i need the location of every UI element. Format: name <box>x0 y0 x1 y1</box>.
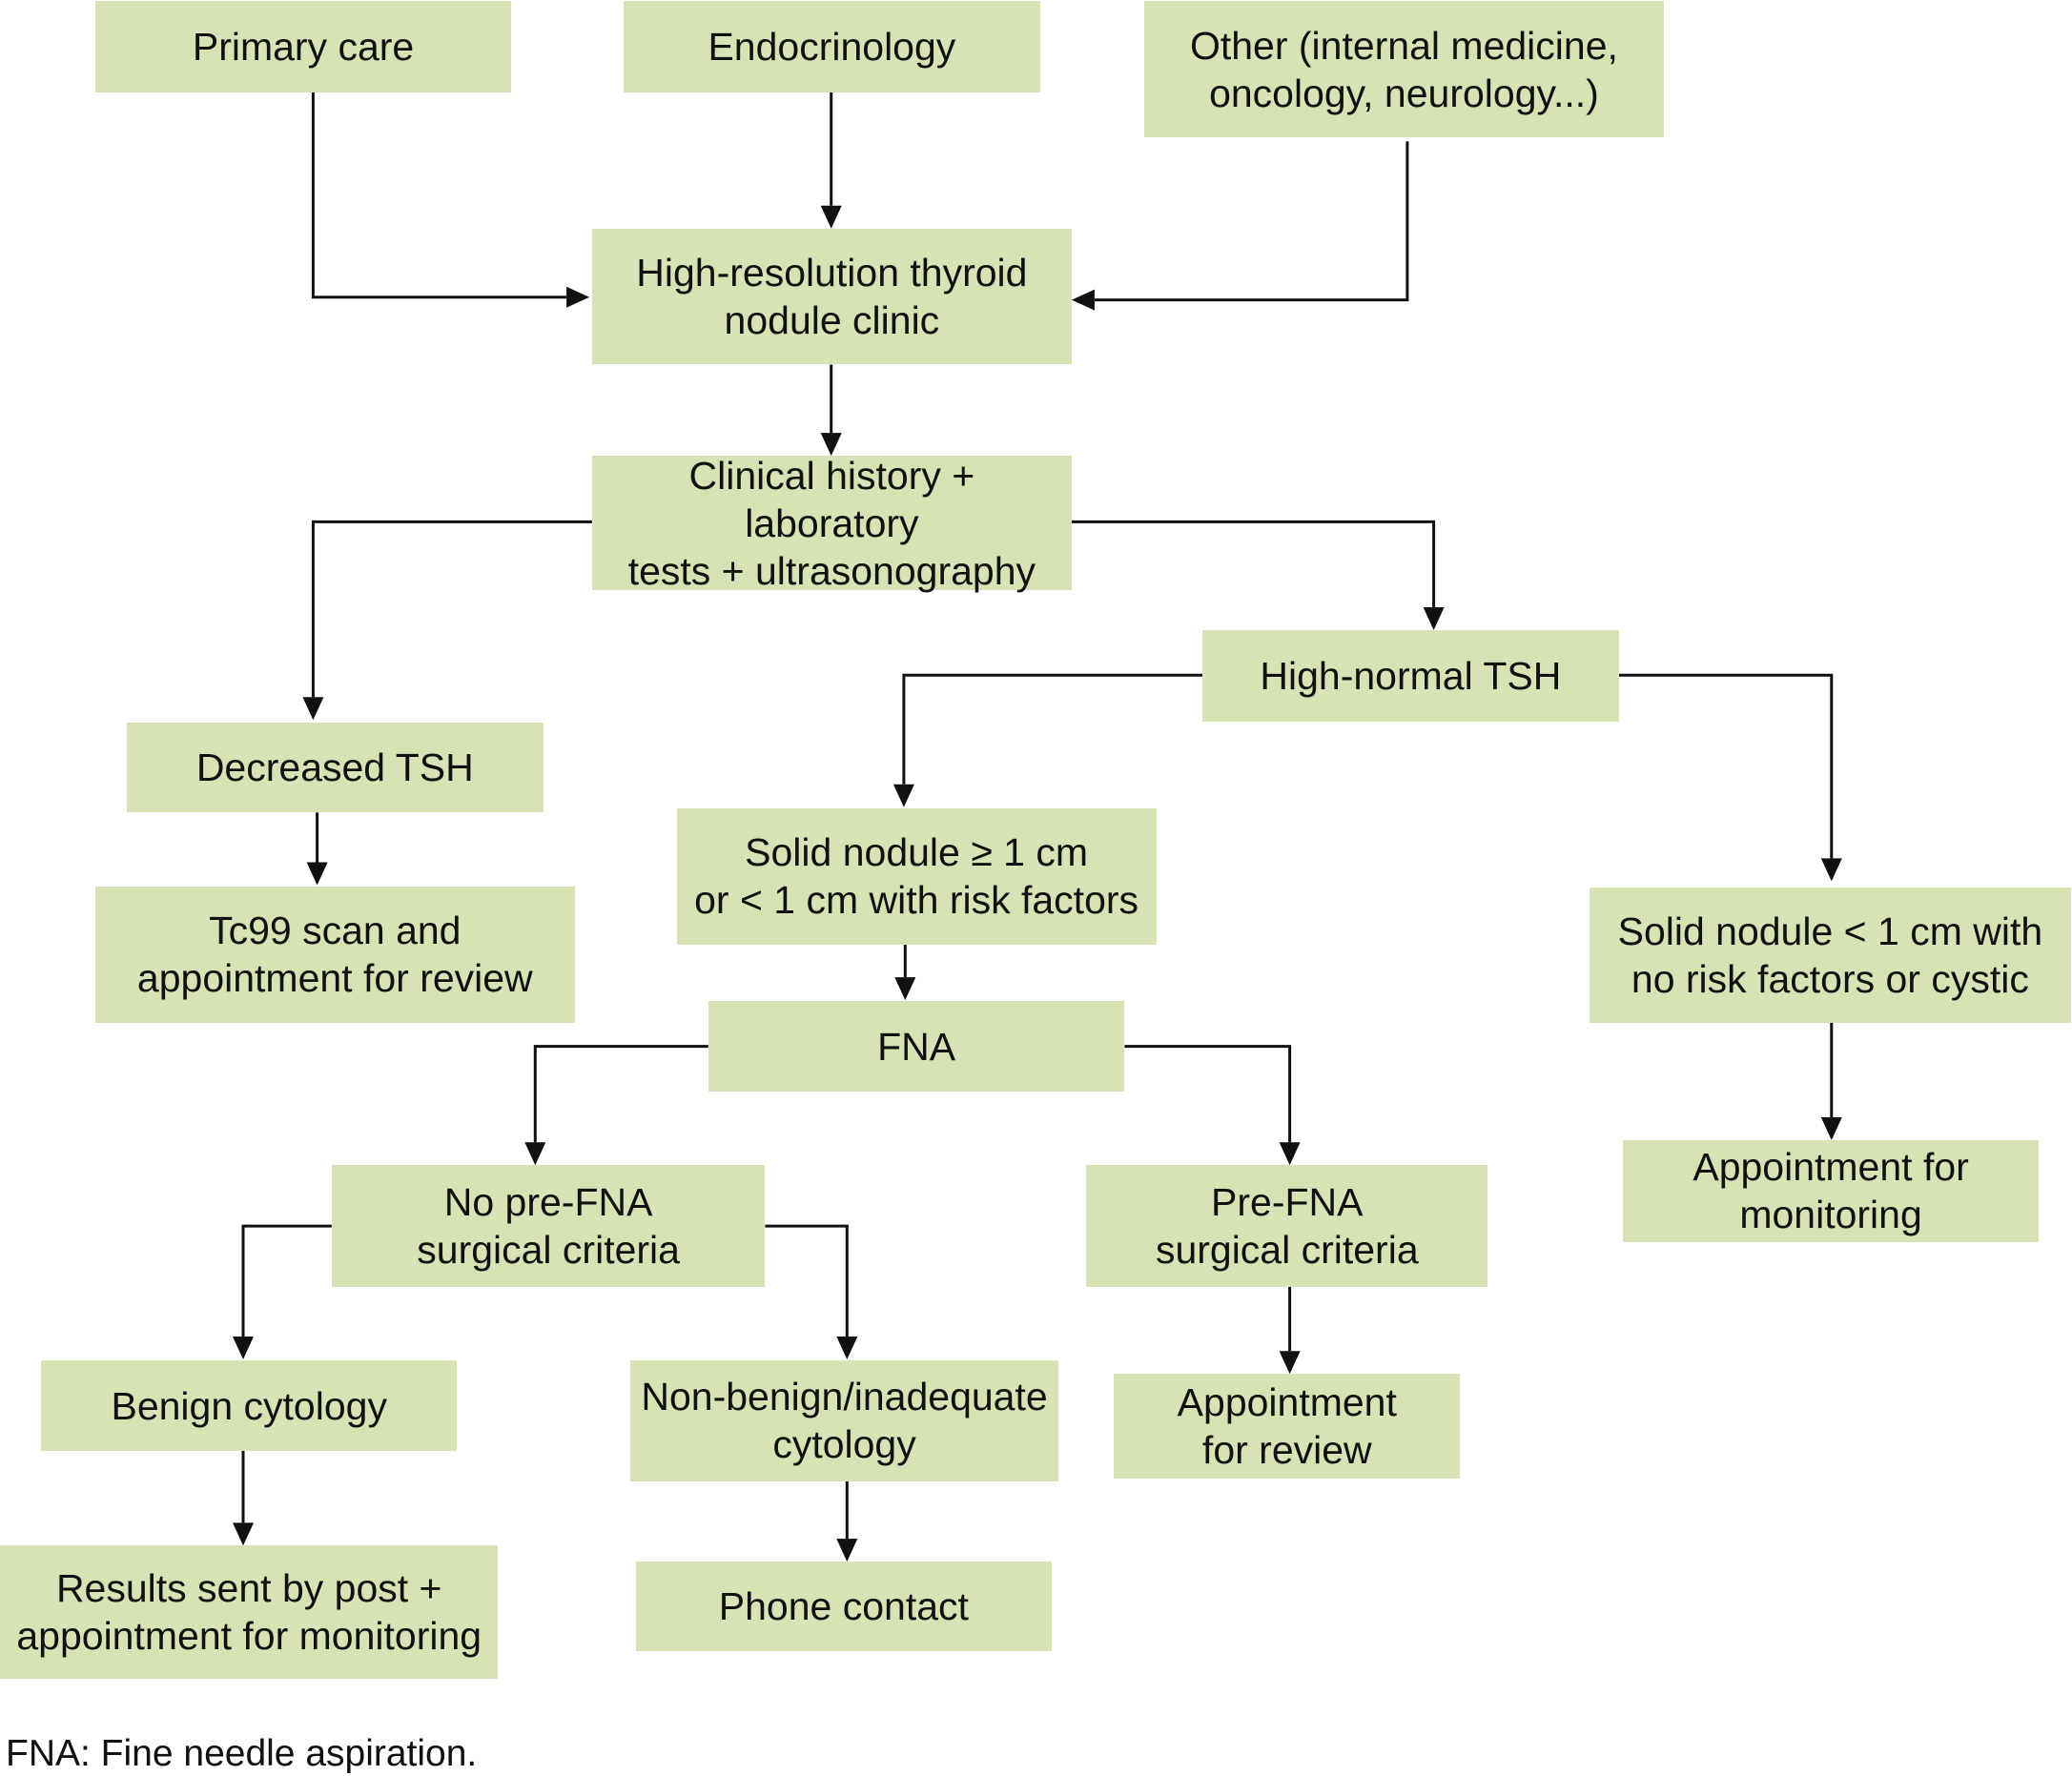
node-tc99-scan-line-2: appointment for review <box>136 956 533 1001</box>
arrowhead-fna-to-pre-criteria <box>1279 1142 1301 1166</box>
node-clinical-workup-line-2: tests + ultrasonography <box>627 548 1036 593</box>
node-no-pre-fna-criteria-line-1: No pre-FNA <box>443 1180 653 1225</box>
node-phone-contact: Phone contact <box>635 1562 1053 1652</box>
node-monitoring-appointment-line-2: monitoring <box>1739 1193 1922 1237</box>
arrowhead-high-normal-to-solid-small <box>1820 858 1842 882</box>
node-other-specialties-line-2: oncology, neurology...) <box>1209 71 1599 115</box>
arrowhead-solid-small-to-monitoring <box>1820 1117 1842 1140</box>
node-benign-cytology: Benign cytology <box>40 1360 458 1451</box>
node-review-appointment: Appointment for review <box>1114 1374 1461 1479</box>
footnote: FNA: Fine needle aspiration. <box>6 1733 478 1774</box>
arrowhead-workup-to-high-normal-tsh <box>1423 607 1445 630</box>
node-pre-fna-criteria-line-2: surgical criteria <box>1155 1228 1419 1273</box>
arrowhead-high-normal-to-solid-fna <box>892 784 914 807</box>
node-non-benign-cytology-line-2: cytology <box>772 1422 916 1467</box>
connector-no-pre-to-benign <box>241 1224 332 1337</box>
node-fna: FNA <box>708 1001 1125 1092</box>
connector-high-normal-to-solid-fna <box>902 673 1203 785</box>
node-clinical-workup: Clinical history + laboratory tests + ul… <box>591 454 1072 593</box>
node-nodule-clinic-line-1: High-resolution thyroid <box>636 251 1028 296</box>
connector-workup-to-decreased-tsh <box>311 520 592 698</box>
node-tc99-scan-line-1: Tc99 scan and <box>209 908 462 953</box>
arrowhead-primary-care-to-clinic <box>566 286 590 308</box>
node-results-by-post-line-2: appointment for monitoring <box>16 1614 482 1659</box>
node-decreased-tsh-line: Decreased TSH <box>195 745 474 790</box>
node-high-normal-tsh-line: High-normal TSH <box>1260 653 1562 698</box>
node-other-specialties-line-1: Other (internal medicine, <box>1189 23 1618 68</box>
arrowhead-endocrinology-to-clinic <box>820 205 842 229</box>
node-monitoring-appointment: Appointment for monitoring <box>1622 1139 2040 1242</box>
node-review-appointment-line-1: Appointment <box>1177 1380 1397 1424</box>
node-high-normal-tsh: High-normal TSH <box>1202 630 1619 722</box>
node-results-by-post-line-1: Results sent by post + <box>55 1566 442 1611</box>
node-decreased-tsh: Decreased TSH <box>127 723 544 813</box>
arrowhead-decreased-tsh-to-tc99 <box>306 862 328 886</box>
node-pre-fna-criteria: Pre-FNA surgical criteria <box>1086 1165 1488 1287</box>
arrowhead-solid-fna-to-fna <box>894 977 916 1001</box>
node-no-pre-fna-criteria-line-2: surgical criteria <box>417 1228 680 1273</box>
arrowhead-no-pre-to-benign <box>233 1337 254 1359</box>
arrowhead-other-to-clinic <box>1071 289 1095 311</box>
arrowhead-non-benign-to-phone <box>836 1539 858 1562</box>
connector-no-pre-to-non-benign <box>765 1224 849 1337</box>
node-nodule-clinic: High-resolution thyroid nodule clinic <box>591 228 1072 365</box>
arrowhead-pre-to-review <box>1279 1351 1301 1375</box>
node-solid-nodule-small: Solid nodule < 1 cm with no risk factors… <box>1590 888 2071 1023</box>
node-fna-line: FNA <box>877 1024 956 1069</box>
arrowhead-clinic-to-workup <box>820 433 842 457</box>
arrowhead-fna-to-no-pre-criteria <box>524 1142 546 1166</box>
arrowhead-workup-to-decreased-tsh <box>302 697 324 721</box>
node-primary-care: Primary care <box>94 1 512 92</box>
node-monitoring-appointment-line-1: Appointment for <box>1692 1145 1969 1190</box>
node-nodule-clinic-line-2: nodule clinic <box>724 298 940 343</box>
node-solid-nodule-fna-line-1: Solid nodule ≥ 1 cm <box>745 830 1088 875</box>
node-review-appointment-line-2: for review <box>1201 1428 1372 1472</box>
node-tc99-scan: Tc99 scan and appointment for review <box>94 886 575 1023</box>
node-endocrinology-line: Endocrinology <box>708 25 956 70</box>
connector-fna-to-pre-criteria <box>1124 1045 1292 1143</box>
node-results-by-post: Results sent by post + appointment for m… <box>0 1545 499 1680</box>
node-clinical-workup-line-1: Clinical history + laboratory <box>688 453 975 545</box>
node-pre-fna-criteria-line-1: Pre-FNA <box>1211 1180 1364 1225</box>
node-phone-contact-line: Phone contact <box>718 1584 969 1629</box>
connector-primary-care-to-clinic <box>311 92 567 299</box>
connector-high-normal-to-solid-small <box>1618 673 1834 859</box>
node-benign-cytology-line: Benign cytology <box>111 1383 387 1428</box>
arrowhead-benign-to-results <box>233 1522 254 1546</box>
node-non-benign-cytology-line-1: Non-benign/inadequate <box>641 1375 1048 1419</box>
node-no-pre-fna-criteria: No pre-FNA surgical criteria <box>331 1165 766 1287</box>
node-solid-nodule-fna: Solid nodule ≥ 1 cm or < 1 cm with risk … <box>676 808 1157 945</box>
node-solid-nodule-fna-line-2: or < 1 cm with risk factors <box>694 878 1139 923</box>
connector-workup-to-high-normal-tsh <box>1071 520 1436 607</box>
node-solid-nodule-small-line-2: no risk factors or cystic <box>1631 956 2029 1001</box>
connector-other-to-clinic <box>1094 141 1409 302</box>
node-solid-nodule-small-line-1: Solid nodule < 1 cm with <box>1617 908 2043 953</box>
node-primary-care-line: Primary care <box>192 25 415 70</box>
node-other-specialties: Other (internal medicine, oncology, neur… <box>1144 1 1664 138</box>
arrowhead-no-pre-to-non-benign <box>836 1337 858 1359</box>
node-endocrinology: Endocrinology <box>624 1 1040 92</box>
node-non-benign-cytology: Non-benign/inadequate cytology <box>630 1360 1059 1481</box>
connector-fna-to-no-pre-criteria <box>533 1045 708 1143</box>
